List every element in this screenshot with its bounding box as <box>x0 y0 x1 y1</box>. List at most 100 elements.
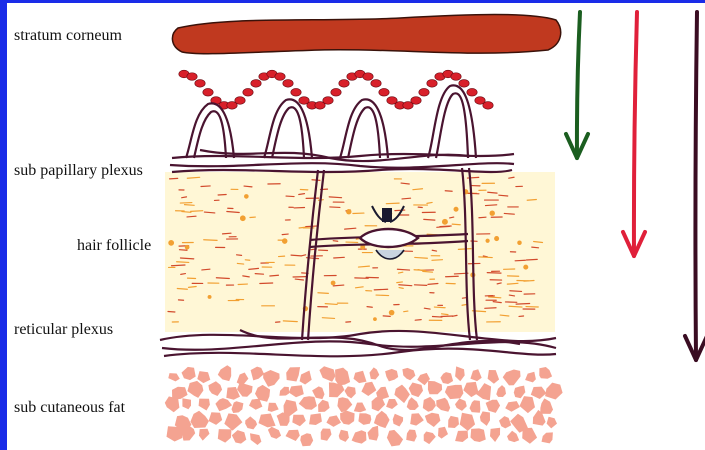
fat-cell <box>318 400 330 412</box>
dermis-fiber <box>479 257 492 258</box>
fat-cell <box>224 413 242 430</box>
capillary-bead <box>483 102 493 110</box>
dermis-fiber <box>510 291 522 292</box>
fat-cell <box>503 370 521 386</box>
fat-cell <box>279 387 289 396</box>
fat-cell <box>539 367 552 379</box>
dermis-dot <box>494 236 499 241</box>
dermis-fiber <box>445 191 452 192</box>
dermis-fiber <box>299 227 305 228</box>
dermis-fiber <box>397 269 409 270</box>
dermis-dot <box>454 207 459 212</box>
capillary-bead <box>283 80 293 88</box>
depth-arrows <box>566 12 705 360</box>
fat-cell <box>289 385 304 397</box>
fat-cell <box>520 396 536 413</box>
dermis-fiber <box>452 224 460 225</box>
label-sub-cutaneous-fat: sub cutaneous fat <box>14 400 125 416</box>
dermis-dot <box>490 210 495 215</box>
fat-cell <box>326 415 341 427</box>
fat-cell <box>299 396 317 409</box>
dermis-fiber <box>202 269 210 270</box>
dermis-fiber <box>283 321 297 322</box>
fat-cell <box>410 413 424 425</box>
dermis-dot <box>185 245 190 250</box>
dermis-fiber <box>189 287 197 288</box>
fat-cell <box>263 370 279 387</box>
fat-cell <box>428 381 442 394</box>
dermis-fiber <box>442 314 448 315</box>
dermis-fiber <box>191 211 203 212</box>
fat-cell <box>525 372 536 383</box>
dermis-fiber <box>434 307 445 308</box>
sub-papillary-vessel <box>172 169 512 172</box>
dermis-fiber <box>526 259 537 260</box>
dermis-fiber <box>515 260 525 261</box>
capillary-bead <box>451 73 461 81</box>
fat-cell <box>393 414 403 427</box>
capillary-bead <box>467 88 477 96</box>
fat-cell <box>440 372 453 384</box>
dermis-fiber <box>270 275 279 276</box>
dermis-fiber <box>374 289 387 290</box>
dermis-fiber <box>532 247 539 248</box>
fat-cell <box>531 387 547 399</box>
dermis-fiber <box>486 205 497 206</box>
fat-cell <box>245 416 257 429</box>
capillary-bead <box>339 80 349 88</box>
fat-cell <box>197 371 210 383</box>
dermis-fiber <box>485 308 496 309</box>
dermis-fiber <box>177 262 189 263</box>
dermis-fiber <box>204 240 217 241</box>
dermis-fiber <box>187 216 196 217</box>
capillary-bead <box>331 88 341 96</box>
fat-cell <box>455 399 467 411</box>
dermis-dot <box>523 265 528 270</box>
dermis-fiber <box>432 316 441 317</box>
dermis-dot <box>208 295 212 299</box>
fat-cell <box>445 385 464 399</box>
fat-cell <box>259 414 276 428</box>
fat-cell <box>199 429 210 441</box>
stratum-corneum-layer <box>172 15 560 54</box>
capillary-bead <box>291 88 301 96</box>
fat-cell <box>168 373 180 381</box>
dermis-fiber <box>177 288 187 289</box>
fat-cell <box>486 400 501 413</box>
capillary-bead <box>427 80 437 88</box>
dermis-dot <box>346 209 351 214</box>
dermis-dot <box>331 281 336 286</box>
dermis-fiber <box>216 278 229 279</box>
fat-cell <box>490 428 500 442</box>
label-reticular-plexus: reticular plexus <box>14 322 113 338</box>
fat-cell <box>250 433 261 445</box>
fat-cell <box>251 367 265 381</box>
capillary-bead <box>251 80 261 88</box>
reticular-vessel <box>162 341 556 349</box>
label-stratum-corneum: stratum corneum <box>14 28 122 44</box>
fat-cell <box>385 369 398 382</box>
fat-cell <box>540 398 553 414</box>
dermis-fiber <box>179 250 187 251</box>
fat-cell <box>340 411 355 425</box>
dermis-fiber <box>398 272 402 273</box>
dermis-fiber <box>237 255 242 256</box>
reticular-plexus-vessels <box>160 330 556 356</box>
fat-cell <box>268 403 279 412</box>
fat-cell <box>358 413 371 425</box>
fat-cell <box>455 431 468 442</box>
sub-papillary-vessel <box>170 163 514 168</box>
arrow-dark <box>695 12 697 360</box>
fat-cell <box>406 430 417 442</box>
fat-cell <box>237 384 253 397</box>
follicle-bulb <box>360 229 418 247</box>
fat-cell <box>337 397 352 412</box>
dermis-fiber <box>180 203 192 204</box>
fat-cell <box>352 430 367 443</box>
fat-cell <box>286 430 300 441</box>
dermis-fiber <box>322 318 334 319</box>
dermis-fiber <box>386 203 399 204</box>
dermis-fiber <box>509 295 514 296</box>
dermis-fiber <box>333 285 343 286</box>
